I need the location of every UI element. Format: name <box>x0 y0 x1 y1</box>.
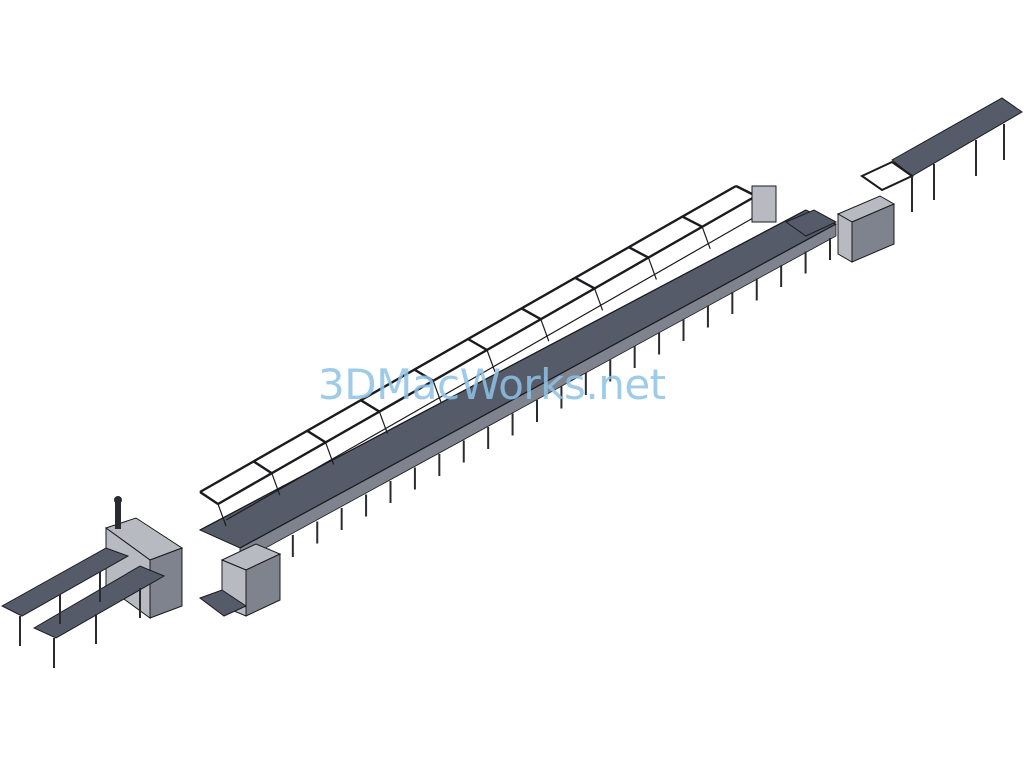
main-conveyor-edge-front <box>239 223 837 549</box>
outfeed-conveyor-belt <box>891 97 1023 177</box>
control-cabinet-lower <box>198 543 282 617</box>
main-conveyor-belt <box>198 209 838 549</box>
gantry-crossbars <box>199 184 765 527</box>
gantry-crossbar <box>413 368 434 382</box>
gantry-post <box>432 380 442 404</box>
main-conveyor <box>198 209 838 584</box>
infeed-legs <box>19 572 141 668</box>
outfeed-legs <box>911 124 1005 212</box>
control-cabinet-upper-side <box>851 203 895 263</box>
outfeed-conveyor <box>860 97 1023 212</box>
signal-tower <box>115 499 121 529</box>
gantry-post <box>486 349 496 373</box>
gantry-end-tower <box>751 185 777 223</box>
control-cabinet-upper <box>836 195 896 263</box>
control-cabinet-lower-side <box>245 553 281 617</box>
infeed-upper-belt <box>0 547 130 617</box>
gantry-crossbar <box>681 215 703 228</box>
gantry-crossbar <box>199 491 219 505</box>
tunnel-front <box>149 547 183 619</box>
gantry-post <box>217 503 227 527</box>
gantry-post <box>594 288 604 311</box>
gantry-crossbar <box>360 399 381 413</box>
main-conveyor-legs <box>243 238 831 584</box>
signal-lamp <box>114 496 122 504</box>
transfer-conveyor-belt <box>784 209 838 237</box>
main-conveyor-edge-back <box>199 209 807 531</box>
gantry-crossbar <box>574 276 596 290</box>
gantry-crossbar <box>252 460 273 475</box>
gantry-post <box>378 411 388 434</box>
gantry-post <box>647 257 657 280</box>
gantry-post <box>271 472 281 496</box>
gantry-crossbar <box>628 246 649 259</box>
gantry-crossbar <box>521 307 542 321</box>
control-cabinet-lower-base <box>198 589 248 617</box>
overhead-gantry <box>199 184 777 527</box>
gantry-post <box>701 226 711 250</box>
control-cabinet-upper-front <box>837 213 853 263</box>
gantry-post <box>540 318 550 342</box>
main-conveyor-side <box>239 223 837 563</box>
left-infeed-conveyors <box>0 547 166 668</box>
gantry-crossbar <box>306 429 327 444</box>
gantry-lamp-row <box>225 213 761 521</box>
transfer-conveyor <box>784 209 838 237</box>
gantry-post <box>325 442 335 465</box>
gantry-crossbar <box>467 337 488 352</box>
